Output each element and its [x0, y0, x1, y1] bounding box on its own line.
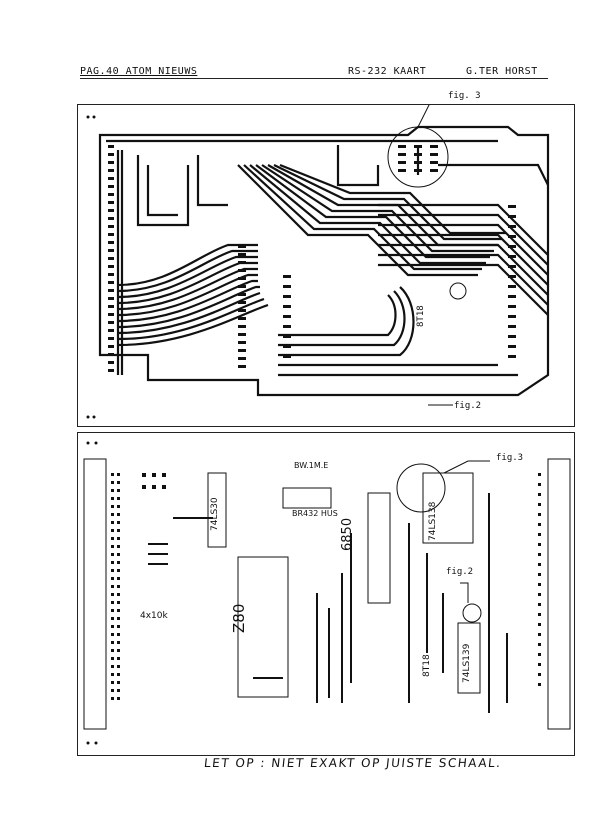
chip-label-6850: 6850 [340, 517, 355, 551]
chip-label-74ls139: 74LS139 [462, 643, 472, 683]
chip-label-74ls138: 74LS138 [428, 501, 438, 541]
chip-label-8t18-bottom: 8T18 [422, 654, 432, 677]
pcb-component-layout: fig.3 fig.2 6850 Z80 74LS30 74LS138 74LS… [77, 432, 575, 756]
fig3-callout-bottom: fig.3 [496, 453, 524, 463]
fig2-callout-top: fig.2 [454, 401, 482, 411]
page-header-author: G.TER HORST [466, 66, 538, 77]
resistor-note: 4x10k [140, 611, 168, 621]
scale-note: LET OP : NIET EXAKT OP JUISTE SCHAAL. [203, 756, 503, 770]
header-rule [80, 78, 548, 79]
pcb-track-layout: fig. 3 fig.2 8T18 [77, 91, 575, 427]
fig2-callout-bottom: fig.2 [446, 567, 474, 577]
pcb-track-artwork [86, 105, 550, 419]
component-artwork [83, 441, 571, 745]
jumper-label-bottom: BR432 HUS [292, 509, 338, 518]
jumper-label-top: BW.1M.E [294, 461, 329, 470]
fig3-callout-top: fig. 3 [448, 91, 481, 101]
chip-label-z80: Z80 [230, 603, 248, 633]
page-header-left: PAG.40 ATOM NIEUWS [80, 66, 198, 77]
page-header-title: RS-232 KAART [348, 66, 427, 77]
chip-label-74ls30: 74LS30 [210, 497, 220, 531]
chip-label-8t18-top: 8T18 [416, 305, 426, 327]
